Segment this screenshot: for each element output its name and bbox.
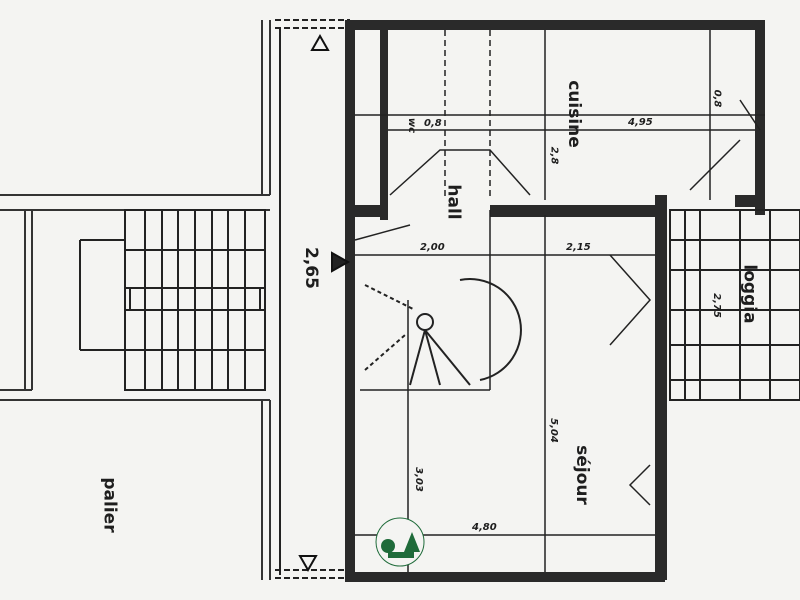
spiral-stair — [364, 278, 522, 386]
dim-cuisine-depth: 2,8 — [548, 146, 560, 165]
room-label-palier: palier — [99, 477, 120, 533]
room-label-hall: hall — [443, 184, 464, 220]
dim-wc: 0,8 — [424, 118, 442, 129]
dim-loggia-depth: 2,75 — [710, 293, 722, 318]
room-label-cuisine: cuisine — [563, 80, 584, 148]
stamp-logo — [375, 517, 425, 567]
level-markers — [298, 33, 351, 573]
apartment-walls — [345, 20, 765, 582]
doors — [354, 224, 652, 506]
left-building — [0, 20, 271, 580]
corridor — [275, 19, 350, 579]
room-label-sejour: séjour — [571, 445, 592, 505]
loggia-railing — [669, 209, 800, 401]
dim-sejour-width: 4,80 — [472, 522, 497, 533]
terrace-level-label: 2,65 — [300, 247, 321, 289]
dim-hall: 2,00 — [420, 242, 445, 253]
room-label-loggia: loggia — [739, 264, 760, 324]
dim-cuisine-width: 4,95 — [628, 117, 653, 128]
dim-sejour-top: 2,15 — [566, 242, 591, 253]
common-stairs — [79, 209, 266, 391]
dim-sejour-depth-right: 5,04 — [547, 418, 559, 443]
room-label-wc: wc — [406, 117, 418, 134]
dim-corner: 0,8 — [711, 89, 723, 108]
dim-sejour-depth-left: 3,03 — [412, 467, 424, 492]
